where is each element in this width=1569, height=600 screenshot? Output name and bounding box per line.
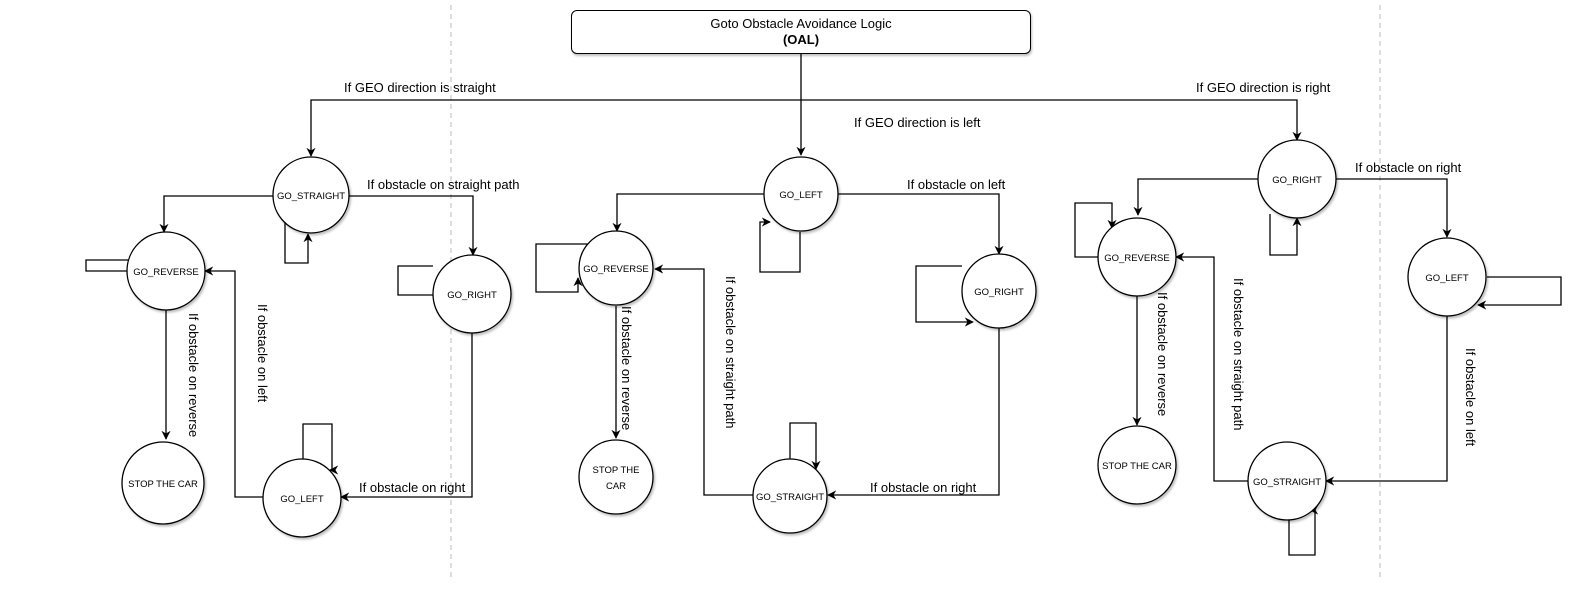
node-label: GO_RIGHT	[447, 290, 497, 301]
label-s1-obstacle-left: If obstacle on left	[255, 304, 270, 403]
node-s2-go-straight: GO_STRAIGHT	[752, 458, 828, 534]
label-s3-obstacle-left: If obstacle on left	[1463, 348, 1478, 447]
label-s2-obstacle-reverse: If obstacle on reverse	[619, 306, 634, 430]
node-label: STOP THE CAR	[1102, 461, 1172, 472]
node-label: GO_LEFT	[280, 494, 323, 505]
label-s3-obstacle-reverse: If obstacle on reverse	[1155, 292, 1170, 416]
label-s1-obstacle-right: If obstacle on right	[359, 480, 466, 495]
edge-s3-reverse-self	[1074, 202, 1117, 258]
node-s3-go-right: GO_RIGHT	[1257, 139, 1337, 219]
node-s3-go-reverse: GO_REVERSE	[1097, 217, 1177, 297]
label-s2-obstacle-right: If obstacle on right	[870, 480, 977, 495]
edge-s1-left-self	[302, 423, 339, 475]
node-label: GO_REVERSE	[133, 267, 198, 278]
node-label: GO_LEFT	[1425, 273, 1468, 284]
edge-branch-straight	[306, 99, 801, 157]
label-s2-obstacle-straight: If obstacle on straight path	[723, 276, 738, 428]
edge-s3-left-to-straight	[1325, 316, 1448, 486]
edge-s1-straight-to-reverse	[159, 195, 273, 233]
node-s3-stop-the-car: STOP THE CAR	[1097, 425, 1177, 505]
node-s2-go-left: GO_LEFT	[763, 156, 839, 232]
node-s2-stop-the-car: STOP THE CAR	[578, 439, 654, 515]
label-s3-obstacle-straight: If obstacle on straight path	[1231, 278, 1246, 430]
node-s2-go-reverse: GO_REVERSE	[578, 230, 654, 306]
node-label: GO_REVERSE	[1104, 253, 1169, 264]
edge-s2-left-to-reverse	[612, 193, 764, 232]
node-label: GO_LEFT	[779, 190, 822, 201]
edge-s2-straight-to-reverse	[654, 264, 753, 496]
node-label: GO_STRAIGHT	[756, 492, 824, 503]
label-s2-obstacle-left: If obstacle on left	[907, 177, 1006, 192]
label-branch-straight: If GEO direction is straight	[344, 80, 496, 95]
edge-s2-left-self	[759, 217, 801, 273]
edge-s2-reverse-self	[535, 243, 588, 293]
node-s3-go-left: GO_LEFT	[1407, 237, 1487, 317]
label-s1-obstacle-straight: If obstacle on straight path	[367, 177, 519, 192]
label-branch-left: If GEO direction is left	[854, 115, 981, 130]
node-s1-go-left: GO_LEFT	[262, 458, 342, 538]
edge-s2-left-to-right	[838, 193, 1004, 255]
edge-s1-right-self	[397, 265, 446, 300]
edge-s2-right-self	[915, 265, 974, 327]
node-label: GO_STRAIGHT	[277, 191, 345, 202]
edge-s1-reverse-self	[85, 259, 139, 271]
node-s1-go-straight: GO_STRAIGHT	[272, 156, 350, 234]
edge-branch-right	[801, 99, 1302, 141]
node-label: GO_RIGHT	[1272, 175, 1322, 186]
node-s1-go-reverse: GO_REVERSE	[126, 231, 206, 311]
node-s1-stop-the-car: STOP THE CAR	[121, 441, 205, 525]
edge-s1-left-to-reverse	[204, 266, 264, 498]
edge-s3-left-self	[1477, 276, 1562, 310]
node-label: GO_REVERSE	[583, 264, 648, 275]
node-label: GO_STRAIGHT	[1253, 477, 1321, 488]
edge-s3-right-to-left	[1336, 178, 1452, 238]
edge-s3-right-to-reverse	[1133, 178, 1258, 216]
edge-s2-right-to-straight	[827, 328, 1000, 500]
edge-s3-straight-to-reverse	[1175, 252, 1248, 482]
root-node-oal: Goto Obstacle Avoidance Logic (OAL)	[571, 10, 1031, 54]
node-s1-go-right: GO_RIGHT	[432, 254, 512, 334]
label-s1-obstacle-reverse: If obstacle on reverse	[186, 313, 201, 437]
label-branch-right: If GEO direction is right	[1196, 80, 1331, 95]
root-title: Goto Obstacle Avoidance Logic	[710, 16, 892, 31]
label-s3-obstacle-right: If obstacle on right	[1355, 160, 1462, 175]
node-label: GO_RIGHT	[974, 287, 1024, 298]
edge-s3-right-self	[1269, 214, 1302, 256]
root-subtitle: (OAL)	[782, 32, 820, 47]
edge-s2-straight-self	[789, 422, 821, 470]
node-s2-go-right: GO_RIGHT	[961, 253, 1037, 329]
edge-s1-straight-to-right	[349, 195, 478, 256]
edge-s1-right-to-left	[340, 333, 473, 502]
node-label: CAR	[606, 481, 626, 492]
node-label: STOP THE	[593, 465, 640, 476]
edge-s1-straight-self	[284, 221, 313, 264]
node-s3-go-straight: GO_STRAIGHT	[1247, 441, 1327, 521]
node-label: STOP THE CAR	[128, 479, 198, 490]
